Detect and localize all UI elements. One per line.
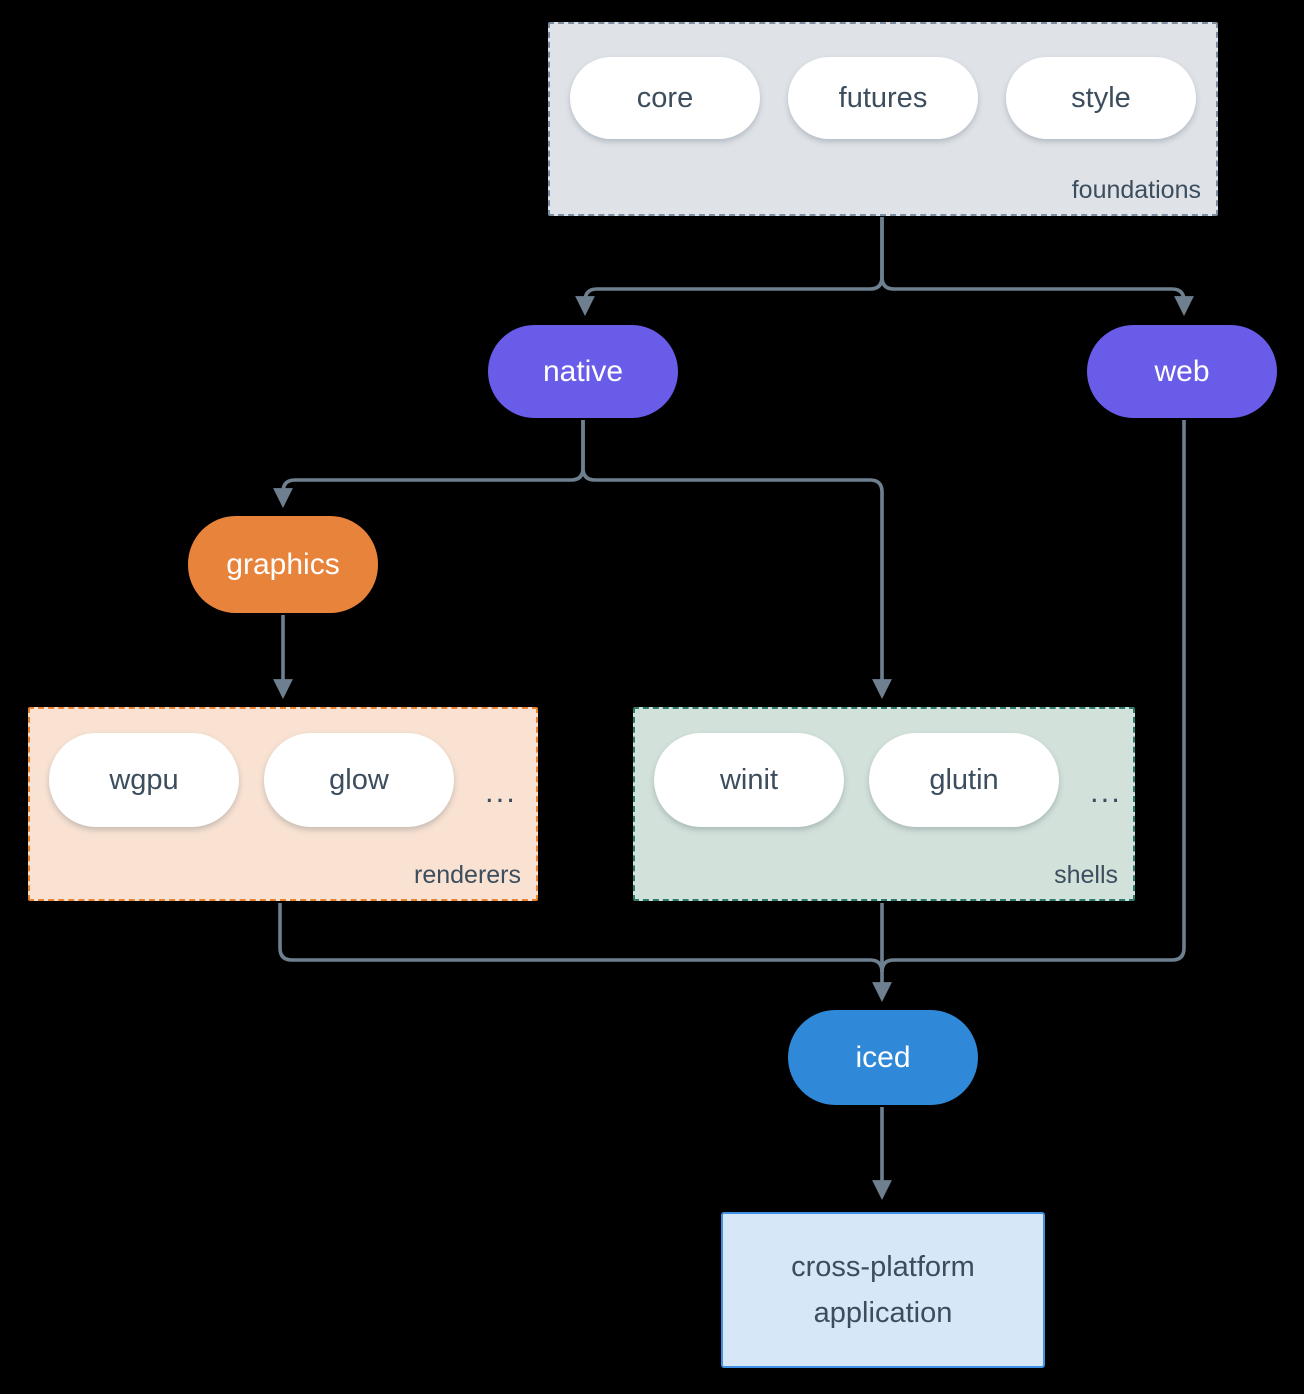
renderers-label: renderers bbox=[414, 861, 521, 889]
application-label-line2: application bbox=[813, 1297, 953, 1329]
foundations-group: core futures style foundations bbox=[548, 22, 1218, 216]
iced-node: iced bbox=[788, 1010, 978, 1105]
pill-core: core bbox=[570, 57, 760, 139]
edge-renderers-iced bbox=[278, 903, 884, 973]
renderers-ellipsis: ... bbox=[485, 774, 517, 809]
edge-foundations-web bbox=[880, 217, 1194, 316]
application-node: cross-platform application bbox=[721, 1212, 1045, 1368]
shells-group: winit glutin ... shells bbox=[633, 707, 1135, 901]
foundations-pill-row: core futures style bbox=[550, 24, 1216, 139]
shells-pill-row: winit glutin ... bbox=[635, 709, 1133, 827]
pill-glow: glow bbox=[264, 733, 454, 827]
pill-futures: futures bbox=[788, 57, 978, 139]
graphics-node: graphics bbox=[188, 516, 378, 613]
pill-wgpu: wgpu bbox=[49, 733, 239, 827]
edge-native-shells bbox=[581, 420, 892, 699]
pill-style: style bbox=[1006, 57, 1196, 139]
native-node: native bbox=[488, 325, 678, 418]
renderers-pill-row: wgpu glow ... bbox=[30, 709, 536, 827]
renderers-group: wgpu glow ... renderers bbox=[28, 707, 538, 901]
edge-native-graphics bbox=[273, 420, 585, 508]
shells-label: shells bbox=[1054, 861, 1118, 889]
application-label-line1: cross-platform bbox=[791, 1251, 975, 1283]
pill-glutin: glutin bbox=[869, 733, 1059, 827]
edge-foundations-native bbox=[575, 217, 884, 316]
pill-winit: winit bbox=[654, 733, 844, 827]
web-node: web bbox=[1087, 325, 1277, 418]
shells-ellipsis: ... bbox=[1090, 774, 1122, 809]
foundations-label: foundations bbox=[1071, 176, 1201, 204]
